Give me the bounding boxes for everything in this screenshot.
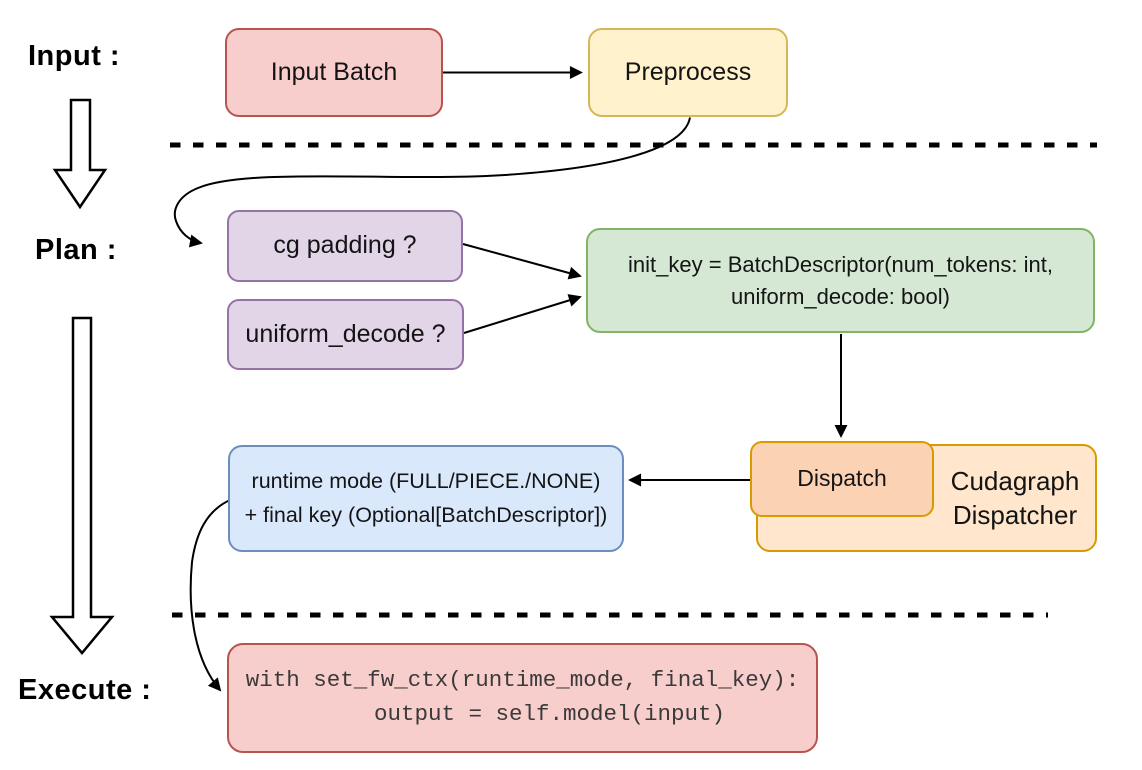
stage-label-input: Input : bbox=[28, 40, 121, 72]
node-runtime-mode: runtime mode (FULL/PIECE./NONE) + final … bbox=[228, 445, 624, 552]
node-preprocess: Preprocess bbox=[588, 28, 788, 117]
down-arrow-icon-input bbox=[52, 98, 108, 210]
stage-label-plan: Plan : bbox=[35, 234, 117, 266]
node-input-batch: Input Batch bbox=[225, 28, 443, 117]
node-execute-code: with set_fw_ctx(runtime_mode, final_key)… bbox=[227, 643, 818, 753]
node-init-key: init_key = BatchDescriptor(num_tokens: i… bbox=[586, 228, 1095, 333]
connector-uniform-decode-to-init-key bbox=[463, 294, 582, 334]
stage-label-execute: Execute : bbox=[18, 674, 152, 706]
down-arrow-icon-plan bbox=[49, 316, 115, 655]
connector-runtime-mode-to-execute-code bbox=[189, 499, 231, 692]
node-cg-padding: cg padding ? bbox=[227, 210, 463, 282]
connector-cg-padding-to-init-key bbox=[462, 243, 582, 280]
node-dispatch: Dispatch bbox=[750, 441, 934, 517]
node-uniform-decode: uniform_decode ? bbox=[227, 299, 464, 370]
cudagraph-dispatcher-label: Cudagraph Dispatcher bbox=[950, 466, 1080, 530]
